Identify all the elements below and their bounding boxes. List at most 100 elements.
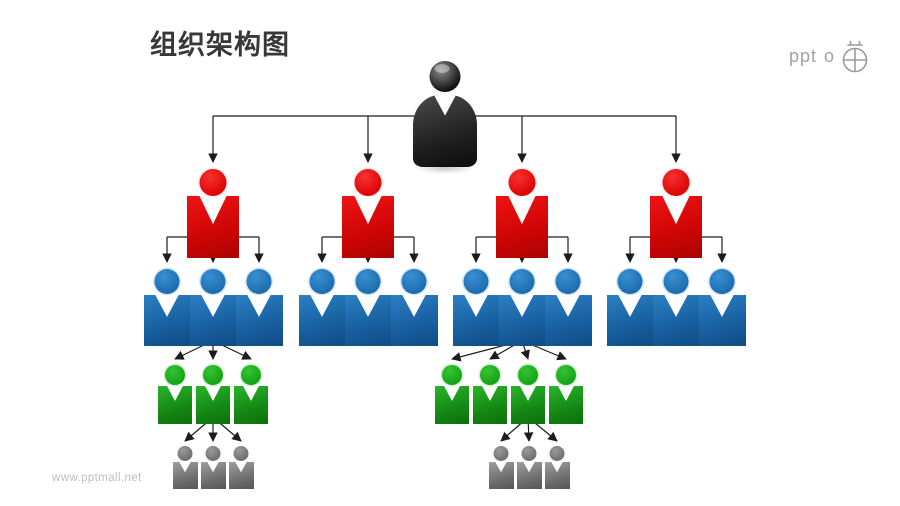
person-head-icon	[401, 268, 427, 294]
person-icon-blue-staff	[390, 268, 438, 346]
person-head-icon	[493, 445, 509, 461]
person-body	[435, 386, 469, 424]
person-icon-green-team-member	[196, 365, 230, 424]
person-body	[652, 295, 700, 346]
person-head-icon	[556, 365, 576, 385]
person-head-icon	[203, 365, 223, 385]
person-head-icon	[463, 268, 489, 294]
person-icon-green-team-member	[549, 365, 583, 424]
person-head-icon	[177, 445, 193, 461]
person-icon-gray-junior-member	[172, 445, 198, 489]
person-body	[452, 295, 500, 346]
person-head-icon	[354, 168, 382, 196]
connector-line	[533, 421, 558, 442]
person-body	[413, 95, 477, 167]
person-body	[298, 295, 346, 346]
person-body	[235, 295, 283, 346]
person-head-icon	[555, 268, 581, 294]
person-body	[200, 462, 226, 489]
person-head-icon	[246, 268, 272, 294]
person-body	[544, 295, 592, 346]
person-icon-green-team-member	[435, 365, 469, 424]
person-icon-gray-junior-member	[488, 445, 514, 489]
person-icon-gray-junior-member	[228, 445, 254, 489]
watermark: www.pptmall.net	[52, 472, 142, 484]
person-body	[344, 295, 392, 346]
person-head-icon	[709, 268, 735, 294]
person-icon-green-team-member	[234, 365, 268, 424]
person-body	[511, 386, 545, 424]
person-body	[606, 295, 654, 346]
person-body	[498, 295, 546, 346]
logo-o: o	[824, 45, 836, 66]
person-head-icon	[205, 445, 221, 461]
person-head-icon	[442, 365, 462, 385]
person-head-icon	[200, 268, 226, 294]
person-icon-blue-staff	[298, 268, 346, 346]
person-head-icon	[309, 268, 335, 294]
person-body	[234, 386, 268, 424]
connector-line	[218, 421, 242, 442]
person-head-icon	[429, 60, 461, 92]
person-head-icon	[233, 445, 249, 461]
person-head-icon	[663, 268, 689, 294]
person-body	[549, 386, 583, 424]
page-title: 组织架构图	[150, 30, 290, 60]
person-body	[650, 196, 702, 258]
person-body	[158, 386, 192, 424]
person-head-icon	[355, 268, 381, 294]
person-icon-blue-staff	[452, 268, 500, 346]
person-body	[390, 295, 438, 346]
person-body	[698, 295, 746, 346]
person-body	[544, 462, 570, 489]
person-head-icon	[617, 268, 643, 294]
person-body	[189, 295, 237, 346]
connector-line	[529, 343, 567, 361]
person-icon-blue-staff	[344, 268, 392, 346]
person-icon-black-top-leader	[413, 60, 477, 174]
person-body	[228, 462, 254, 489]
person-icon-blue-staff	[498, 268, 546, 346]
person-head-icon	[521, 445, 537, 461]
person-icon-blue-staff	[652, 268, 700, 346]
person-head-icon	[549, 445, 565, 461]
connector-line	[489, 343, 517, 360]
pptmall-logo: ppt o	[789, 38, 872, 74]
person-icon-blue-staff	[698, 268, 746, 346]
person-icon-gray-junior-member	[200, 445, 226, 489]
person-icon-red-manager	[650, 168, 702, 258]
person-head-icon	[154, 268, 180, 294]
person-icon-blue-staff	[544, 268, 592, 346]
person-icon-red-manager	[342, 168, 394, 258]
person-body	[496, 196, 548, 258]
person-head-icon	[509, 268, 535, 294]
person-body	[516, 462, 542, 489]
person-icon-blue-staff	[143, 268, 191, 346]
connector-line	[451, 343, 510, 362]
person-head-icon	[199, 168, 227, 196]
person-body	[342, 196, 394, 258]
connector-line	[523, 421, 534, 442]
person-body	[473, 386, 507, 424]
person-head-icon	[241, 365, 261, 385]
logo-text: ppt	[789, 45, 818, 66]
person-head-icon	[508, 168, 536, 196]
person-body	[196, 386, 230, 424]
person-icon-blue-staff	[235, 268, 283, 346]
connector-line	[500, 421, 523, 442]
person-icon-red-manager	[187, 168, 239, 258]
person-icon-green-team-member	[473, 365, 507, 424]
person-icon-gray-junior-member	[516, 445, 542, 489]
person-icon-green-team-member	[511, 365, 545, 424]
person-head-icon	[518, 365, 538, 385]
person-body	[187, 196, 239, 258]
person-icon-gray-junior-member	[544, 445, 570, 489]
person-icon-green-team-member	[158, 365, 192, 424]
person-head-icon	[662, 168, 690, 196]
person-body	[172, 462, 198, 489]
person-icon-red-manager	[496, 168, 548, 258]
person-icon-blue-staff	[189, 268, 237, 346]
connector-line	[174, 343, 207, 360]
